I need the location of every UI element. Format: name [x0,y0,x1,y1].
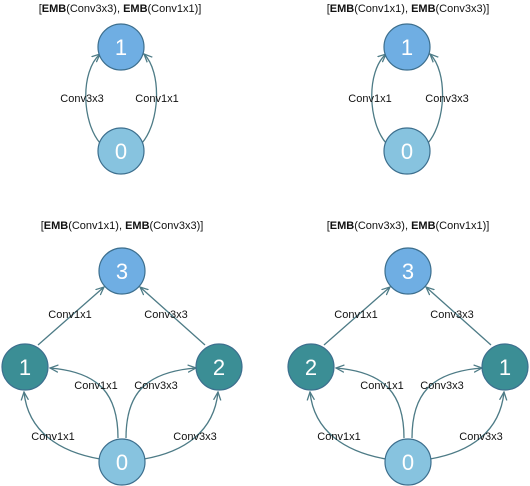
diagram-4-edge-label-0-to-right-outer: Conv3x3 [459,431,502,443]
diagram-4-node-left-label: 2 [305,355,317,380]
diagram-4-node-right-label: 1 [499,355,511,380]
diagram-2-node-top [383,23,431,71]
diagram-1-edge-label-left: Conv3x3 [60,93,103,105]
diagram-3-edge-0-to-right-outer [143,392,218,460]
diagram-4-edge-label-right-to-top: Conv3x3 [430,309,473,321]
diagram-4-edge-label-0-to-left-inner: Conv1x1 [360,380,403,392]
diagram-4-edge-0-to-left-inner [336,368,405,439]
diagram-1-node-top [97,23,145,71]
diagram-4-edge-label-0-to-left-outer: Conv1x1 [317,431,360,443]
diagram-4-edge-right-to-top [426,287,492,346]
diagram-3-edge-label-0-to-left-outer: Conv1x1 [31,431,74,443]
diagram-3-edge-0-to-left-inner [50,368,119,439]
diagram-4-node-input-label: 0 [402,450,414,475]
diagram-2-node-input [383,127,431,175]
diagram-1: [EMB(Conv3x3), EMB(Conv1x1)] Conv3x3 Con… [39,3,202,175]
diagram-3-edge-left-to-top [37,287,104,346]
diagram-1-title: [EMB(Conv3x3), EMB(Conv1x1)] [39,3,202,15]
diagram-4-node-left [287,343,335,391]
diagram-1-edge-left [85,54,100,144]
diagram-4: [EMB(Conv3x3), EMB(Conv1x1)] Conv1x1 Con… [287,220,529,486]
diagram-3-node-right-label: 2 [213,355,225,380]
diagram-3-edge-label-0-to-left-inner: Conv1x1 [74,380,117,392]
diagram-2-node-top-label: 1 [401,35,413,60]
diagram-1-edge-right [141,54,158,144]
diagram-3-node-top-label: 3 [116,259,128,284]
diagram-1-edge-label-right: Conv1x1 [135,93,178,105]
diagram-3-edge-label-0-to-right-inner: Conv3x3 [134,380,177,392]
diagram-3-node-right [195,343,243,391]
diagram-3-edge-label-right-to-top: Conv3x3 [144,309,187,321]
diagram-1-node-top-label: 1 [115,35,127,60]
diagram-3-node-input-label: 0 [116,450,128,475]
diagram-3: [EMB(Conv1x1), EMB(Conv3x3)] Conv1x1 Con… [1,220,243,486]
diagram-4-node-input [384,438,432,486]
diagram-4-node-top-label: 3 [402,259,414,284]
diagram-3-node-input [98,438,146,486]
diagram-3-edge-label-left-to-top: Conv1x1 [48,309,91,321]
diagram-2-node-input-label: 0 [401,139,413,164]
diagram-3-node-top [98,247,146,295]
diagram-4-title: [EMB(Conv3x3), EMB(Conv1x1)] [327,220,490,232]
diagram-1-node-input [97,127,145,175]
diagram-3-node-left-label: 1 [19,355,31,380]
diagram-3-edge-0-to-right-inner [125,368,196,439]
diagram-1-node-input-label: 0 [115,139,127,164]
diagram-4-edge-0-to-right-inner [411,368,482,439]
diagram-3-node-left [1,343,49,391]
diagram-4-edge-left-to-top [323,287,390,346]
diagram-2-edge-label-left: Conv1x1 [348,93,391,105]
diagram-4-edge-label-left-to-top: Conv1x1 [334,309,377,321]
diagram-4-edge-0-to-right-outer [429,392,504,460]
diagram-3-edge-0-to-left-outer [24,392,101,460]
diagram-2: [EMB(Conv1x1), EMB(Conv3x3)] Conv1x1 Con… [327,3,490,175]
diagram-2-title: [EMB(Conv1x1), EMB(Conv3x3)] [327,3,490,15]
diagram-2-edge-label-right: Conv3x3 [425,93,468,105]
diagram-3-title: [EMB(Conv1x1), EMB(Conv3x3)] [41,220,204,232]
diagram-3-edge-right-to-top [140,287,206,346]
diagram-2-edge-right [427,54,444,144]
diagram-2-edge-left [371,54,386,144]
diagram-4-node-top [384,247,432,295]
diagram-3-edge-label-0-to-right-outer: Conv3x3 [173,431,216,443]
diagram-4-node-right [481,343,529,391]
diagram-4-edge-label-0-to-right-inner: Conv3x3 [420,380,463,392]
diagram-4-edge-0-to-left-outer [310,392,387,460]
